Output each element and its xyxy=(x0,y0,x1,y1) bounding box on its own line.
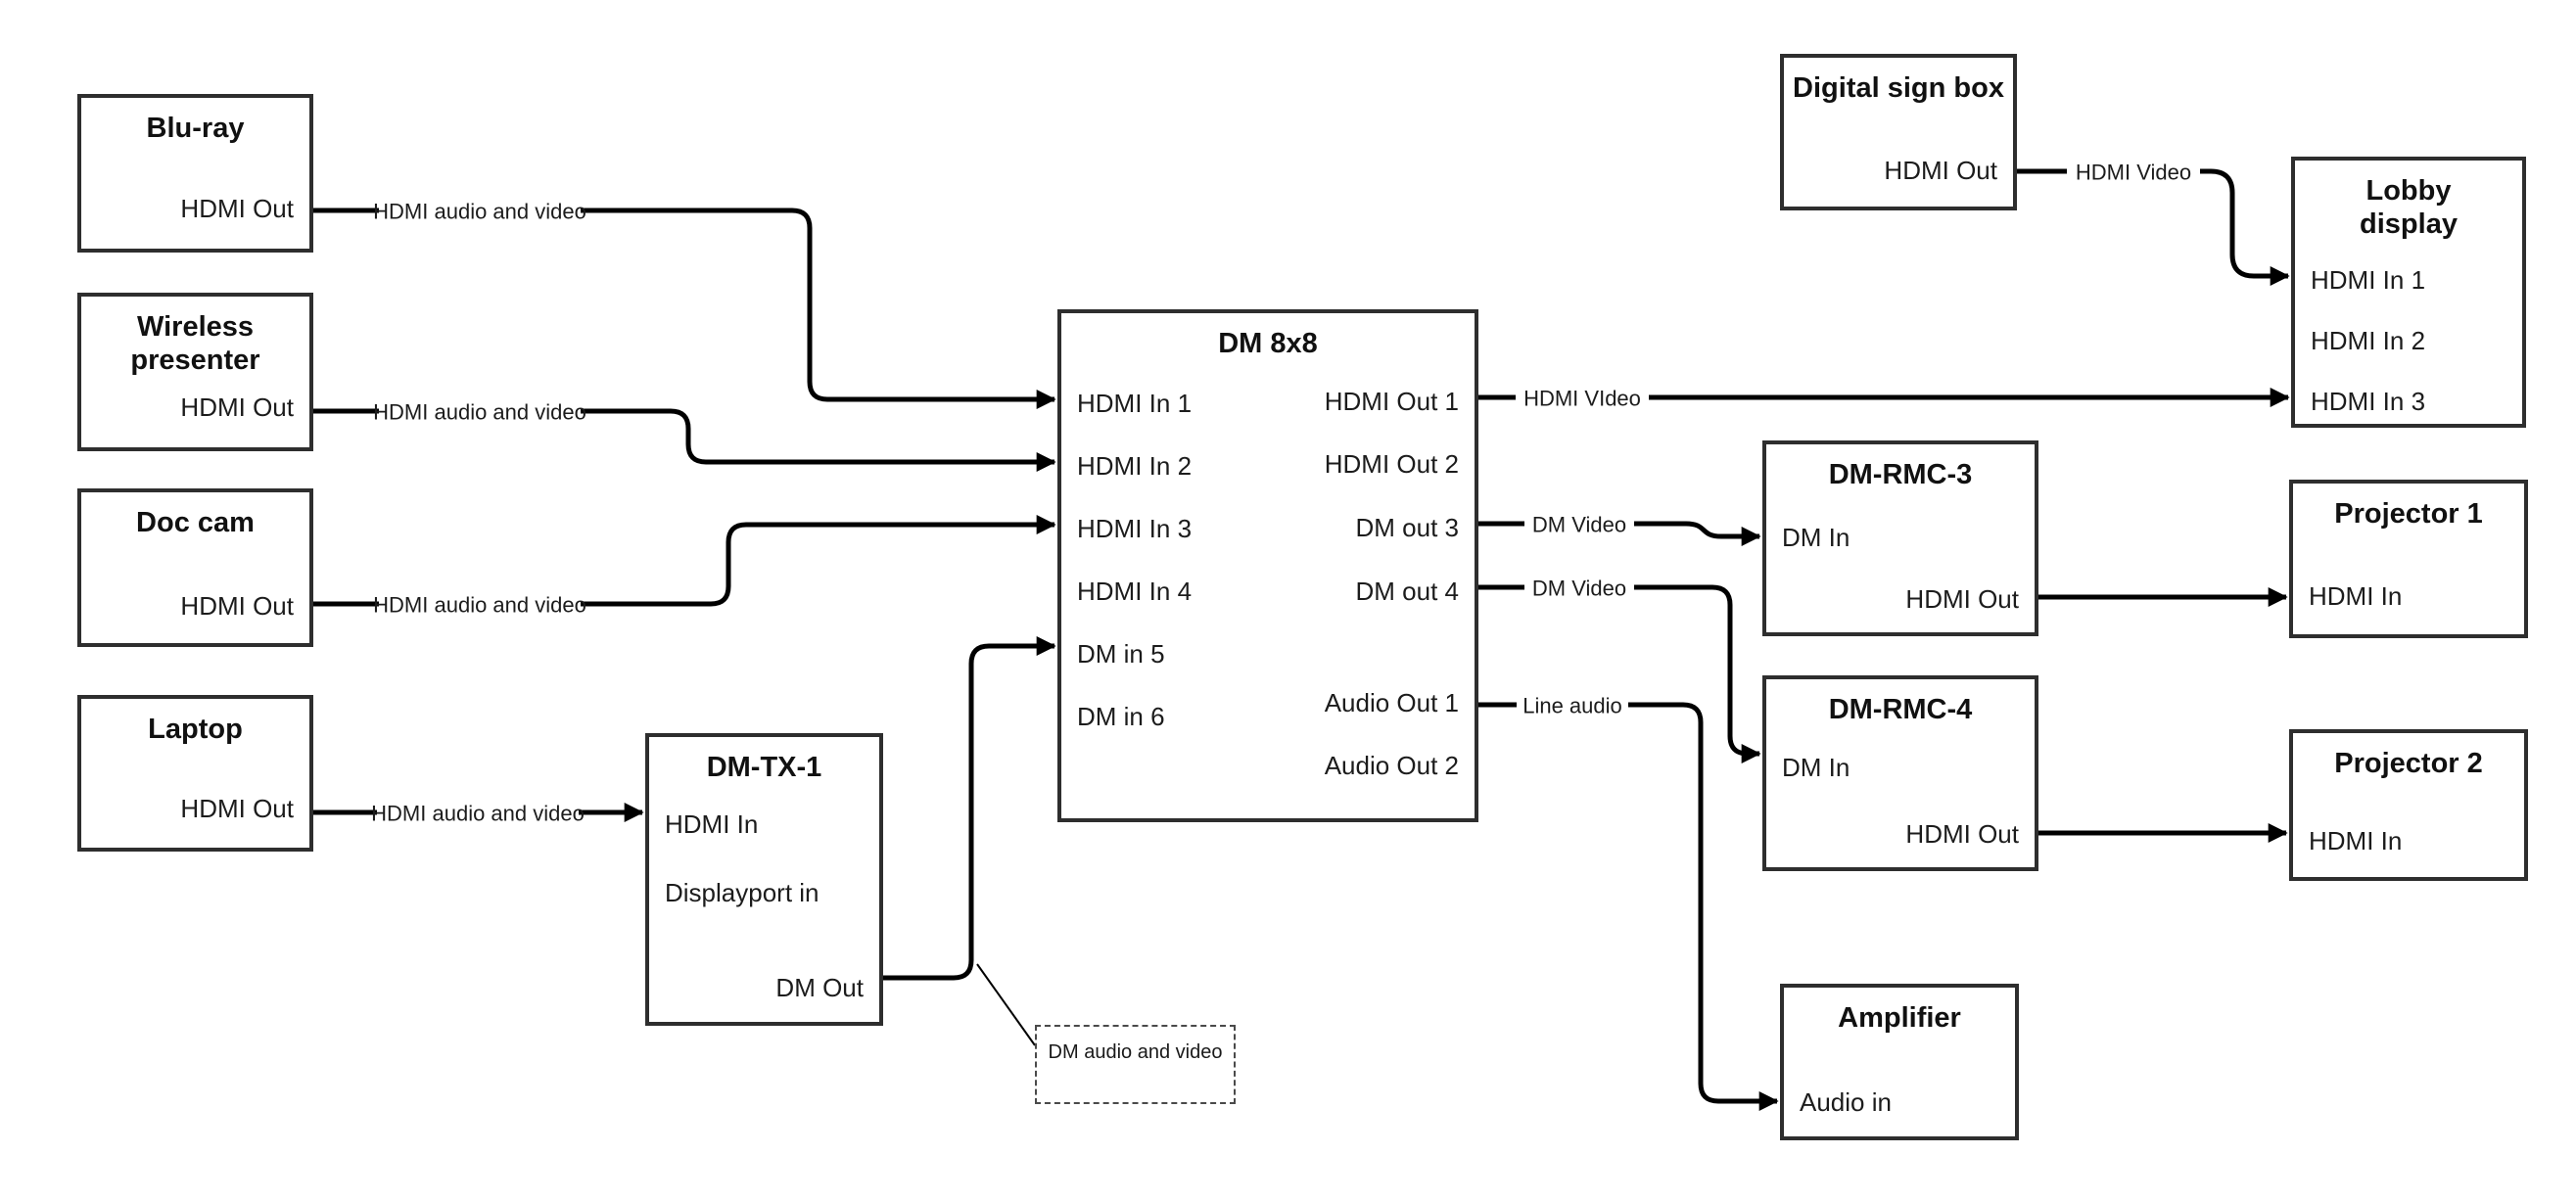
port-dm-in-5: DM in 5 xyxy=(1077,639,1165,669)
wire-dm-tx-1-to-dm8x8-in5 xyxy=(883,636,1056,981)
device-box-dm-8x8: DM 8x8 HDMI In 1 HDMI In 2 HDMI In 3 HDM… xyxy=(1057,309,1478,822)
wire-dm8x8-audio1-to-amplifier xyxy=(1478,702,1779,1111)
device-title: Laptop xyxy=(148,714,243,745)
device-title: DM-RMC-4 xyxy=(1828,694,1973,725)
svg-text:DM Video: DM Video xyxy=(1532,577,1626,601)
wire-dm8x8-out3-to-rmc3 xyxy=(1478,521,1761,546)
device-box-amplifier: Amplifier Audio in xyxy=(1780,984,2019,1140)
svg-text:HDMI VIdeo: HDMI VIdeo xyxy=(1523,387,1641,411)
port-hdmi-out: HDMI Out xyxy=(1905,584,2019,614)
port-displayport-in: Displayport in xyxy=(665,878,820,907)
note-dm-audio-and-video: DM audio and video xyxy=(1035,1025,1236,1104)
device-title: Wireless presenter xyxy=(130,311,260,376)
wire-label-audio-out-1: Line audio xyxy=(1517,690,1628,719)
port-dm-in: DM In xyxy=(1782,523,1850,552)
device-box-projector-2: Projector 2 HDMI In xyxy=(2289,729,2528,881)
port-hdmi-in-4: HDMI In 4 xyxy=(1077,577,1193,606)
wire-label-blu-ray: HDMI audio and video xyxy=(373,196,586,225)
device-title: Projector 2 xyxy=(2334,748,2483,779)
port-hdmi-in-1: HDMI In 1 xyxy=(2311,265,2426,295)
device-box-wireless-presenter: Wireless presenter HDMI Out xyxy=(77,293,313,451)
wire-label-doc-cam: HDMI audio and video xyxy=(373,589,586,619)
svg-text:HDMI audio and video: HDMI audio and video xyxy=(373,200,586,224)
device-title: Blu-ray xyxy=(146,113,245,144)
device-title: Doc cam xyxy=(136,507,255,538)
port-hdmi-out: HDMI Out xyxy=(180,194,294,223)
device-box-dm-rmc-4: DM-RMC-4 DM In HDMI Out xyxy=(1762,675,2038,871)
port-dm-out: DM Out xyxy=(775,973,864,1002)
svg-text:Line audio: Line audio xyxy=(1522,694,1622,718)
svg-text:HDMI Video: HDMI Video xyxy=(2076,161,2191,185)
port-hdmi-in: HDMI In xyxy=(2309,581,2403,611)
device-box-dm-tx-1: DM-TX-1 HDMI In Displayport in DM Out xyxy=(645,733,883,1026)
port-hdmi-out: HDMI Out xyxy=(180,794,294,823)
port-hdmi-out: HDMI Out xyxy=(180,393,294,422)
port-audio-out-2: Audio Out 2 xyxy=(1324,751,1459,780)
device-box-laptop: Laptop HDMI Out xyxy=(77,695,313,852)
port-dm-in-6: DM in 6 xyxy=(1077,702,1165,731)
port-hdmi-in-2: HDMI In 2 xyxy=(1077,451,1193,481)
port-audio-in: Audio in xyxy=(1800,1087,1892,1117)
port-hdmi-out-2: HDMI Out 2 xyxy=(1324,449,1459,479)
wire-digital-sign-to-lobby-in1 xyxy=(2017,168,2290,286)
port-audio-out-1: Audio Out 1 xyxy=(1324,688,1459,717)
wire-wireless-to-dm8x8-in2 xyxy=(313,408,1056,472)
svg-text:HDMI audio and video: HDMI audio and video xyxy=(373,400,586,425)
wire-doc-cam-to-dm8x8-in3 xyxy=(313,515,1056,607)
note-callout-line xyxy=(976,963,1036,1046)
port-hdmi-in-3: HDMI In 3 xyxy=(1077,514,1193,543)
port-hdmi-in: HDMI In xyxy=(665,809,759,839)
device-title: DM 8x8 xyxy=(1218,328,1318,359)
port-hdmi-in-2: HDMI In 2 xyxy=(2311,326,2426,355)
wire-label-wireless: HDMI audio and video xyxy=(373,396,586,426)
device-title: Projector 1 xyxy=(2334,498,2483,530)
svg-text:DM Video: DM Video xyxy=(1532,513,1626,537)
wire-label-dm-out-3: DM Video xyxy=(1524,509,1634,538)
device-box-digital-sign-box: Digital sign box HDMI Out xyxy=(1780,54,2017,210)
device-title: Amplifier xyxy=(1838,1002,1961,1034)
port-hdmi-out: HDMI Out xyxy=(1884,156,1997,185)
port-hdmi-out-1: HDMI Out 1 xyxy=(1324,387,1459,416)
wire-label-hdmi-out-1: HDMI VIdeo xyxy=(1516,383,1649,412)
device-title: DM-RMC-3 xyxy=(1828,459,1973,490)
wire-dm8x8-out4-to-rmc4 xyxy=(1478,584,1761,763)
port-hdmi-in-3: HDMI In 3 xyxy=(2311,387,2426,416)
wire-blu-ray-to-dm8x8-in1 xyxy=(313,208,1056,409)
port-dm-in: DM In xyxy=(1782,753,1850,782)
wire-label-digital-sign: HDMI Video xyxy=(2067,157,2200,186)
wire-label-dm-out-4: DM Video xyxy=(1524,573,1634,602)
device-title: DM-TX-1 xyxy=(706,752,822,783)
device-title: Lobby display xyxy=(2360,175,2458,240)
port-hdmi-in-1: HDMI In 1 xyxy=(1077,389,1193,418)
port-hdmi-in: HDMI In xyxy=(2309,826,2403,855)
device-box-doc-cam: Doc cam HDMI Out xyxy=(77,488,313,647)
device-box-blu-ray: Blu-ray HDMI Out xyxy=(77,94,313,253)
device-box-dm-rmc-3: DM-RMC-3 DM In HDMI Out xyxy=(1762,440,2038,636)
device-box-projector-1: Projector 1 HDMI In xyxy=(2289,480,2528,638)
svg-text:HDMI audio and video: HDMI audio and video xyxy=(371,802,585,826)
port-hdmi-out: HDMI Out xyxy=(180,591,294,621)
wire-label-laptop: HDMI audio and video xyxy=(371,798,585,827)
port-hdmi-out: HDMI Out xyxy=(1905,819,2019,849)
device-title: Digital sign box xyxy=(1793,72,2004,104)
port-dm-out-3: DM out 3 xyxy=(1355,513,1460,542)
port-dm-out-4: DM out 4 xyxy=(1355,577,1460,606)
device-box-lobby-display: Lobby display HDMI In 1 HDMI In 2 HDMI I… xyxy=(2291,157,2526,428)
svg-text:HDMI audio and video: HDMI audio and video xyxy=(373,593,586,618)
note-text: DM audio and video xyxy=(1048,1041,1223,1063)
